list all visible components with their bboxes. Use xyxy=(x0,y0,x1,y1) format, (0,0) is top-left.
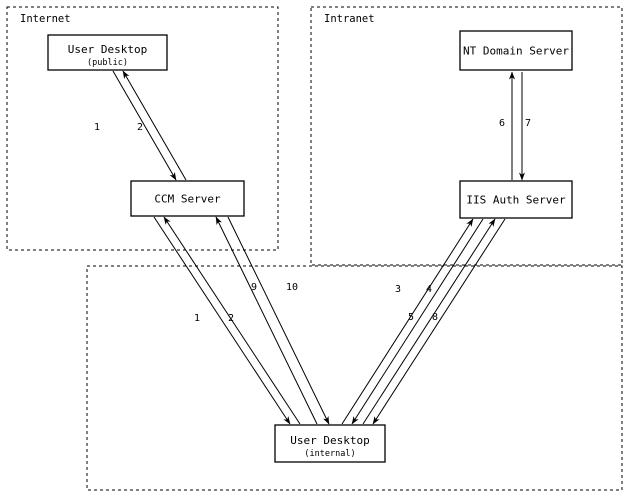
edge-e7-user-desktop-internal-to-iis-auth-server xyxy=(341,218,474,425)
edge-e5-user-desktop-internal-to-ccm-server xyxy=(215,216,318,425)
node-subtitle-user-desktop-public: (public) xyxy=(87,58,128,68)
edge-label-e3: 1 xyxy=(194,313,200,324)
zone-internal xyxy=(86,265,623,491)
edge-e4-user-desktop-internal-to-ccm-server xyxy=(163,216,301,425)
edge-label-e11: 6 xyxy=(499,118,505,129)
node-box-nt-domain-server xyxy=(459,30,573,71)
node-user-desktop-internal: User Desktop (internal) xyxy=(274,424,386,463)
edge-label-e6: 10 xyxy=(286,282,298,293)
node-subtitle-user-desktop-internal: (internal) xyxy=(304,449,355,459)
edge-label-e2: 2 xyxy=(137,122,143,133)
edge-label-e9: 5 xyxy=(408,312,414,323)
edge-label-e12: 7 xyxy=(525,118,531,129)
edge-label-e7: 3 xyxy=(395,284,401,295)
edge-e1-user-desktop-public-to-ccm-server xyxy=(112,70,177,181)
edges-layer xyxy=(112,70,525,425)
zone-label-intranet: Intranet xyxy=(324,13,375,25)
edge-e6-ccm-server-to-user-desktop-internal xyxy=(227,216,330,425)
edge-e10-iis-auth-server-to-user-desktop-internal xyxy=(372,218,506,425)
zone-boundary-internal xyxy=(86,265,623,491)
edge-e3-ccm-server-to-user-desktop-internal xyxy=(153,216,291,425)
edge-label-e8: 4 xyxy=(426,284,432,295)
node-title-user-desktop-public: User Desktop xyxy=(68,43,147,56)
nodes-layer: User Desktop (public) CCM Server NT Domain … xyxy=(47,30,573,463)
node-iis-auth-server: IIS Auth Server xyxy=(459,180,573,219)
edge-labels-layer: 1 2 1 2 9 10 3 4 5 8 6 7 xyxy=(94,118,531,324)
node-nt-domain-server: NT Domain Server xyxy=(459,30,573,71)
node-box-ccm-server xyxy=(130,180,245,217)
zone-intranet: Intranet xyxy=(310,6,623,266)
zone-label-internet: Internet xyxy=(20,13,71,25)
node-title-nt-domain-server: NT Domain Server xyxy=(463,45,569,58)
edge-e9-user-desktop-internal-to-iis-auth-server xyxy=(362,218,496,425)
zone-internet: Internet xyxy=(6,6,279,251)
node-title-ccm-server: CCM Server xyxy=(154,193,221,206)
zone-boundary-intranet xyxy=(310,6,623,266)
node-user-desktop-public: User Desktop (public) xyxy=(47,34,168,71)
node-title-user-desktop-internal: User Desktop xyxy=(290,434,369,447)
edge-label-e1: 1 xyxy=(94,122,100,133)
node-box-user-desktop-internal xyxy=(274,424,386,463)
zone-boundary-internet xyxy=(6,6,279,251)
edge-label-e5: 9 xyxy=(251,282,257,293)
edge-e2-ccm-server-to-user-desktop-public xyxy=(122,70,187,181)
node-ccm-server: CCM Server xyxy=(130,180,245,217)
node-box-user-desktop-public xyxy=(47,34,168,71)
zones-layer: Internet Intranet xyxy=(6,6,623,491)
node-title-iis-auth-server: IIS Auth Server xyxy=(466,194,566,207)
edge-e8-iis-auth-server-to-user-desktop-internal xyxy=(351,218,484,425)
node-box-iis-auth-server xyxy=(459,180,573,219)
edge-label-e10: 8 xyxy=(432,312,438,323)
edge-label-e4: 2 xyxy=(228,313,234,324)
